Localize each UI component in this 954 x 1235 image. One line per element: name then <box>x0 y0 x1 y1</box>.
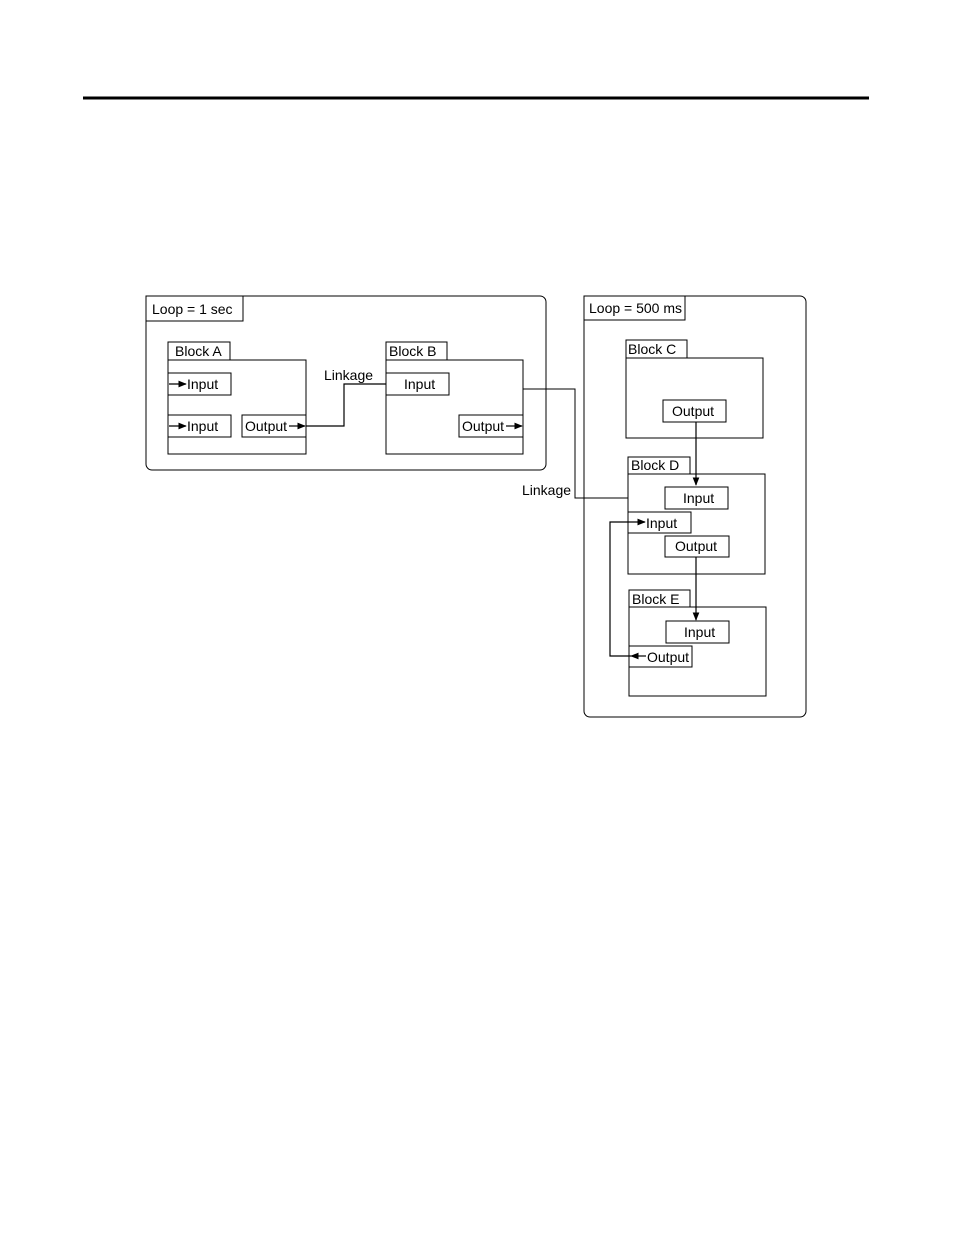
block-a: Block A Input Input Output <box>168 342 306 454</box>
loop-500-ms-label: Loop = 500 ms <box>589 300 682 316</box>
block-e-output-label: Output <box>647 649 689 665</box>
block-c-title: Block C <box>628 341 676 357</box>
loop-1-sec-label: Loop = 1 sec <box>152 301 233 317</box>
block-e: Block E Input Output <box>629 590 766 696</box>
linkage-b-to-d-label: Linkage <box>522 482 571 498</box>
block-e-title: Block E <box>632 591 679 607</box>
block-d-input-2-label: Input <box>646 515 677 531</box>
block-b-title: Block B <box>389 343 436 359</box>
block-a-output-label: Output <box>245 418 287 434</box>
block-b: Block B Input Output <box>386 342 523 454</box>
block-b-output-label: Output <box>462 418 504 434</box>
block-a-input-1-label: Input <box>187 376 218 392</box>
block-a-input-2-label: Input <box>187 418 218 434</box>
block-e-input-label: Input <box>684 624 715 640</box>
block-c: Block C Output <box>626 340 763 438</box>
block-c-body <box>626 358 763 438</box>
block-d-output-label: Output <box>675 538 717 554</box>
block-d-title: Block D <box>631 457 679 473</box>
linkage-a-to-b-label: Linkage <box>324 367 373 383</box>
block-c-output-label: Output <box>672 403 714 419</box>
block-a-title: Block A <box>175 343 222 359</box>
block-b-input-label: Input <box>404 376 435 392</box>
block-d-input-1-label: Input <box>683 490 714 506</box>
